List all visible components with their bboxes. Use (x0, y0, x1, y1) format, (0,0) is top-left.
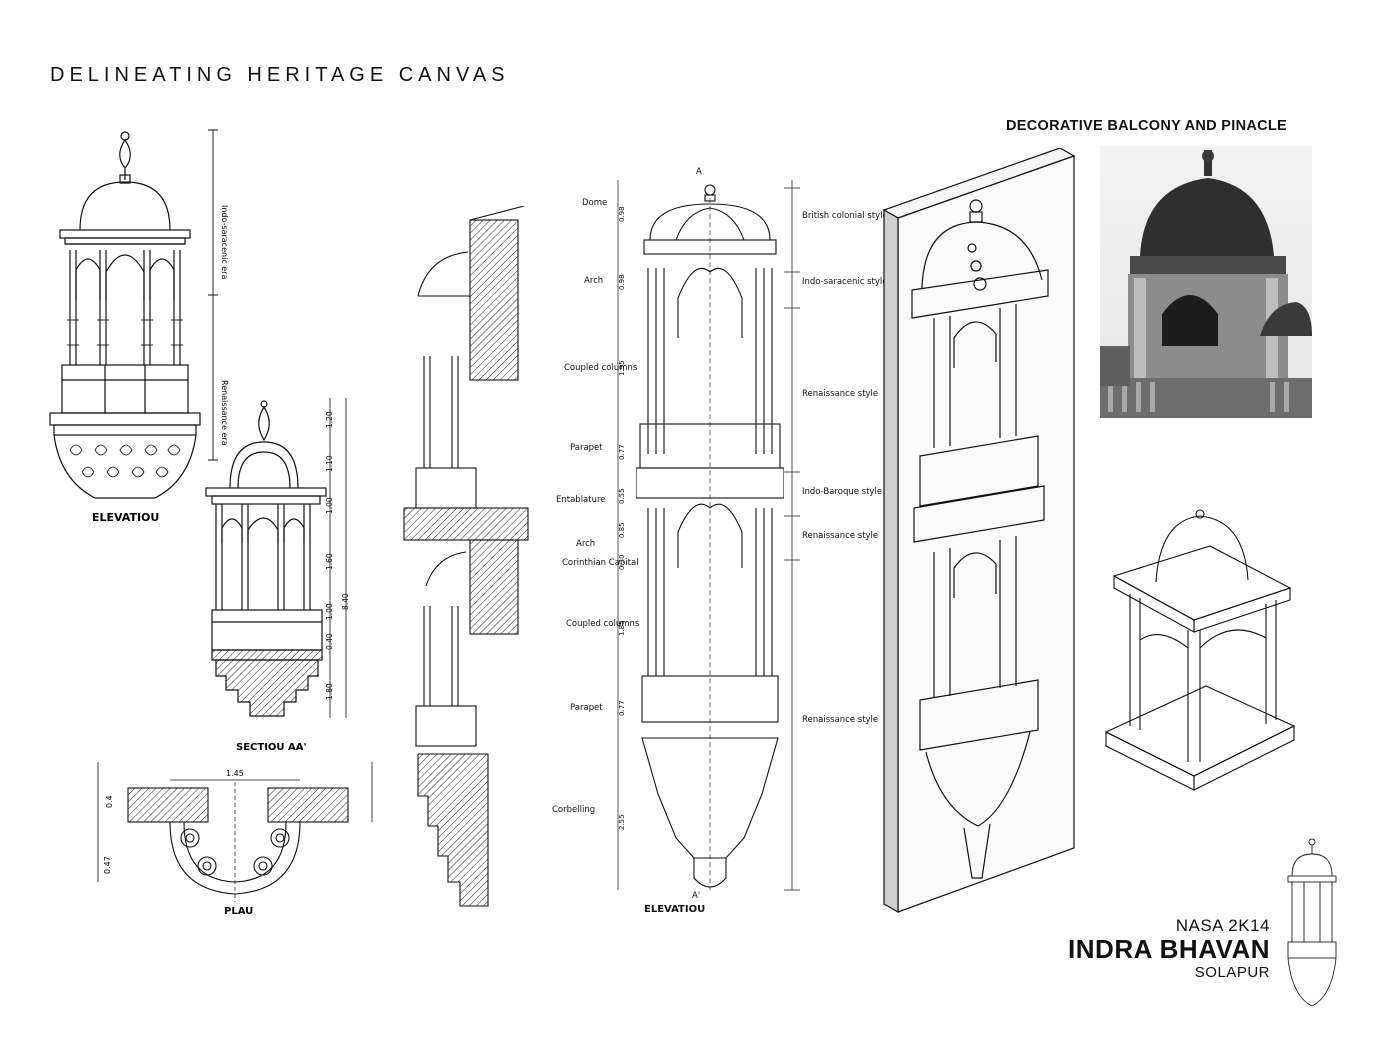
section-title: DECORATIVE BALCONY AND PINACLE (1006, 118, 1288, 134)
plan-dim-width: 1.45 (226, 769, 244, 778)
credit-city: SOLAPUR (1194, 964, 1270, 981)
dim-parapet-2: 0.77 (618, 700, 626, 716)
section-dim-6: 0.40 (325, 633, 334, 650)
credit-building: INDRA BHAVAN (1068, 934, 1270, 964)
part-arch-1: Arch (584, 276, 603, 286)
axonometric-balcony-drawing (882, 148, 1076, 914)
pavilion-axonometric-drawing (1104, 509, 1296, 791)
era-top-label: Indo-saracenic era (220, 205, 228, 279)
part-coupled-columns-1: Coupled columns (564, 363, 638, 373)
section-label: SECTIOU AA' (236, 742, 307, 753)
marker-top: A (696, 167, 702, 177)
part-parapet-2: Parapet (570, 703, 603, 713)
elevation-small-label: ELEVATIOU (92, 511, 159, 524)
dim-corbelling: 2.55 (618, 814, 626, 830)
plan-dimension-labels: 1.45 0.47 0.4 PLAU (103, 769, 253, 917)
credit-event: NASA 2K14 (1175, 916, 1270, 935)
dim-arch-2: 0.85 (618, 522, 626, 538)
balcony-photo (1100, 146, 1312, 418)
dim-columns-2: 1.85 (618, 620, 626, 636)
part-arch-2: Arch (576, 539, 595, 549)
dim-entablature: 0.55 (618, 488, 626, 504)
dim-dome: 0.98 (618, 206, 626, 222)
dim-columns-1: 1.95 (618, 360, 626, 376)
era-dimension-line: Indo-saracenic era Renaissance era (208, 129, 228, 461)
part-corbelling: Corbelling (552, 805, 595, 815)
main-elevation-annotations: A A' ELEVATIOU Dome Arch Coupled columns… (552, 167, 888, 915)
section-dim-7: 1.80 (325, 683, 334, 700)
style-renaissance-1: Renaissance style (802, 389, 878, 399)
style-indo-baroque: Indo-Baroque style (802, 487, 882, 497)
style-renaissance-2: Renaissance style (802, 531, 878, 541)
main-elevation-label: ELEVATIOU (644, 904, 705, 915)
dim-arch-1: 0.98 (618, 274, 626, 290)
section-dim-5: 1.00 (325, 603, 334, 620)
part-parapet-1: Parapet (570, 443, 603, 453)
era-bottom-label: Renaissance era (220, 380, 228, 446)
section-dimensions: 1.20 1.10 1.00 1.60 1.00 0.40 1.80 8.40 (325, 411, 350, 700)
plan-drawing (97, 762, 373, 902)
sheet-title: DELINEATING HERITAGE CANVAS (50, 64, 510, 86)
part-coupled-columns-2: Coupled columns (566, 619, 640, 629)
part-corinthian: Corinthian Capital (562, 558, 639, 568)
credit-balcony-thumbnail (1287, 838, 1337, 1007)
main-elevation-drawing (636, 184, 784, 890)
section-label-svg: SECTIOU AA' (236, 742, 307, 753)
side-section-drawing (403, 206, 529, 907)
style-british-colonial: British colonial style (802, 211, 888, 221)
dim-parapet-1: 0.77 (618, 444, 626, 460)
plan-label: PLAU (224, 906, 253, 917)
section-dim-total: 8.40 (341, 593, 350, 610)
section-dim-1: 1.20 (325, 411, 334, 428)
dim-capital: 0.30 (618, 554, 626, 570)
style-renaissance-3: Renaissance style (802, 715, 878, 725)
section-drawing (205, 398, 347, 718)
part-dome: Dome (582, 198, 607, 208)
plan-dim-wall: 0.4 (105, 795, 114, 808)
elevation-small-drawing (49, 131, 201, 499)
part-entablature: Entablature (556, 495, 606, 505)
elevation-small-label-svg: ELEVATIOU (92, 511, 159, 524)
plan-dim-depth: 0.47 (103, 856, 112, 874)
style-indo-saracenic: Indo-saracenic style (802, 277, 887, 287)
section-dim-2: 1.10 (325, 455, 334, 472)
section-dim-3: 1.00 (325, 497, 334, 514)
marker-bottom: A' (692, 891, 700, 901)
section-dim-4: 1.60 (325, 553, 334, 570)
